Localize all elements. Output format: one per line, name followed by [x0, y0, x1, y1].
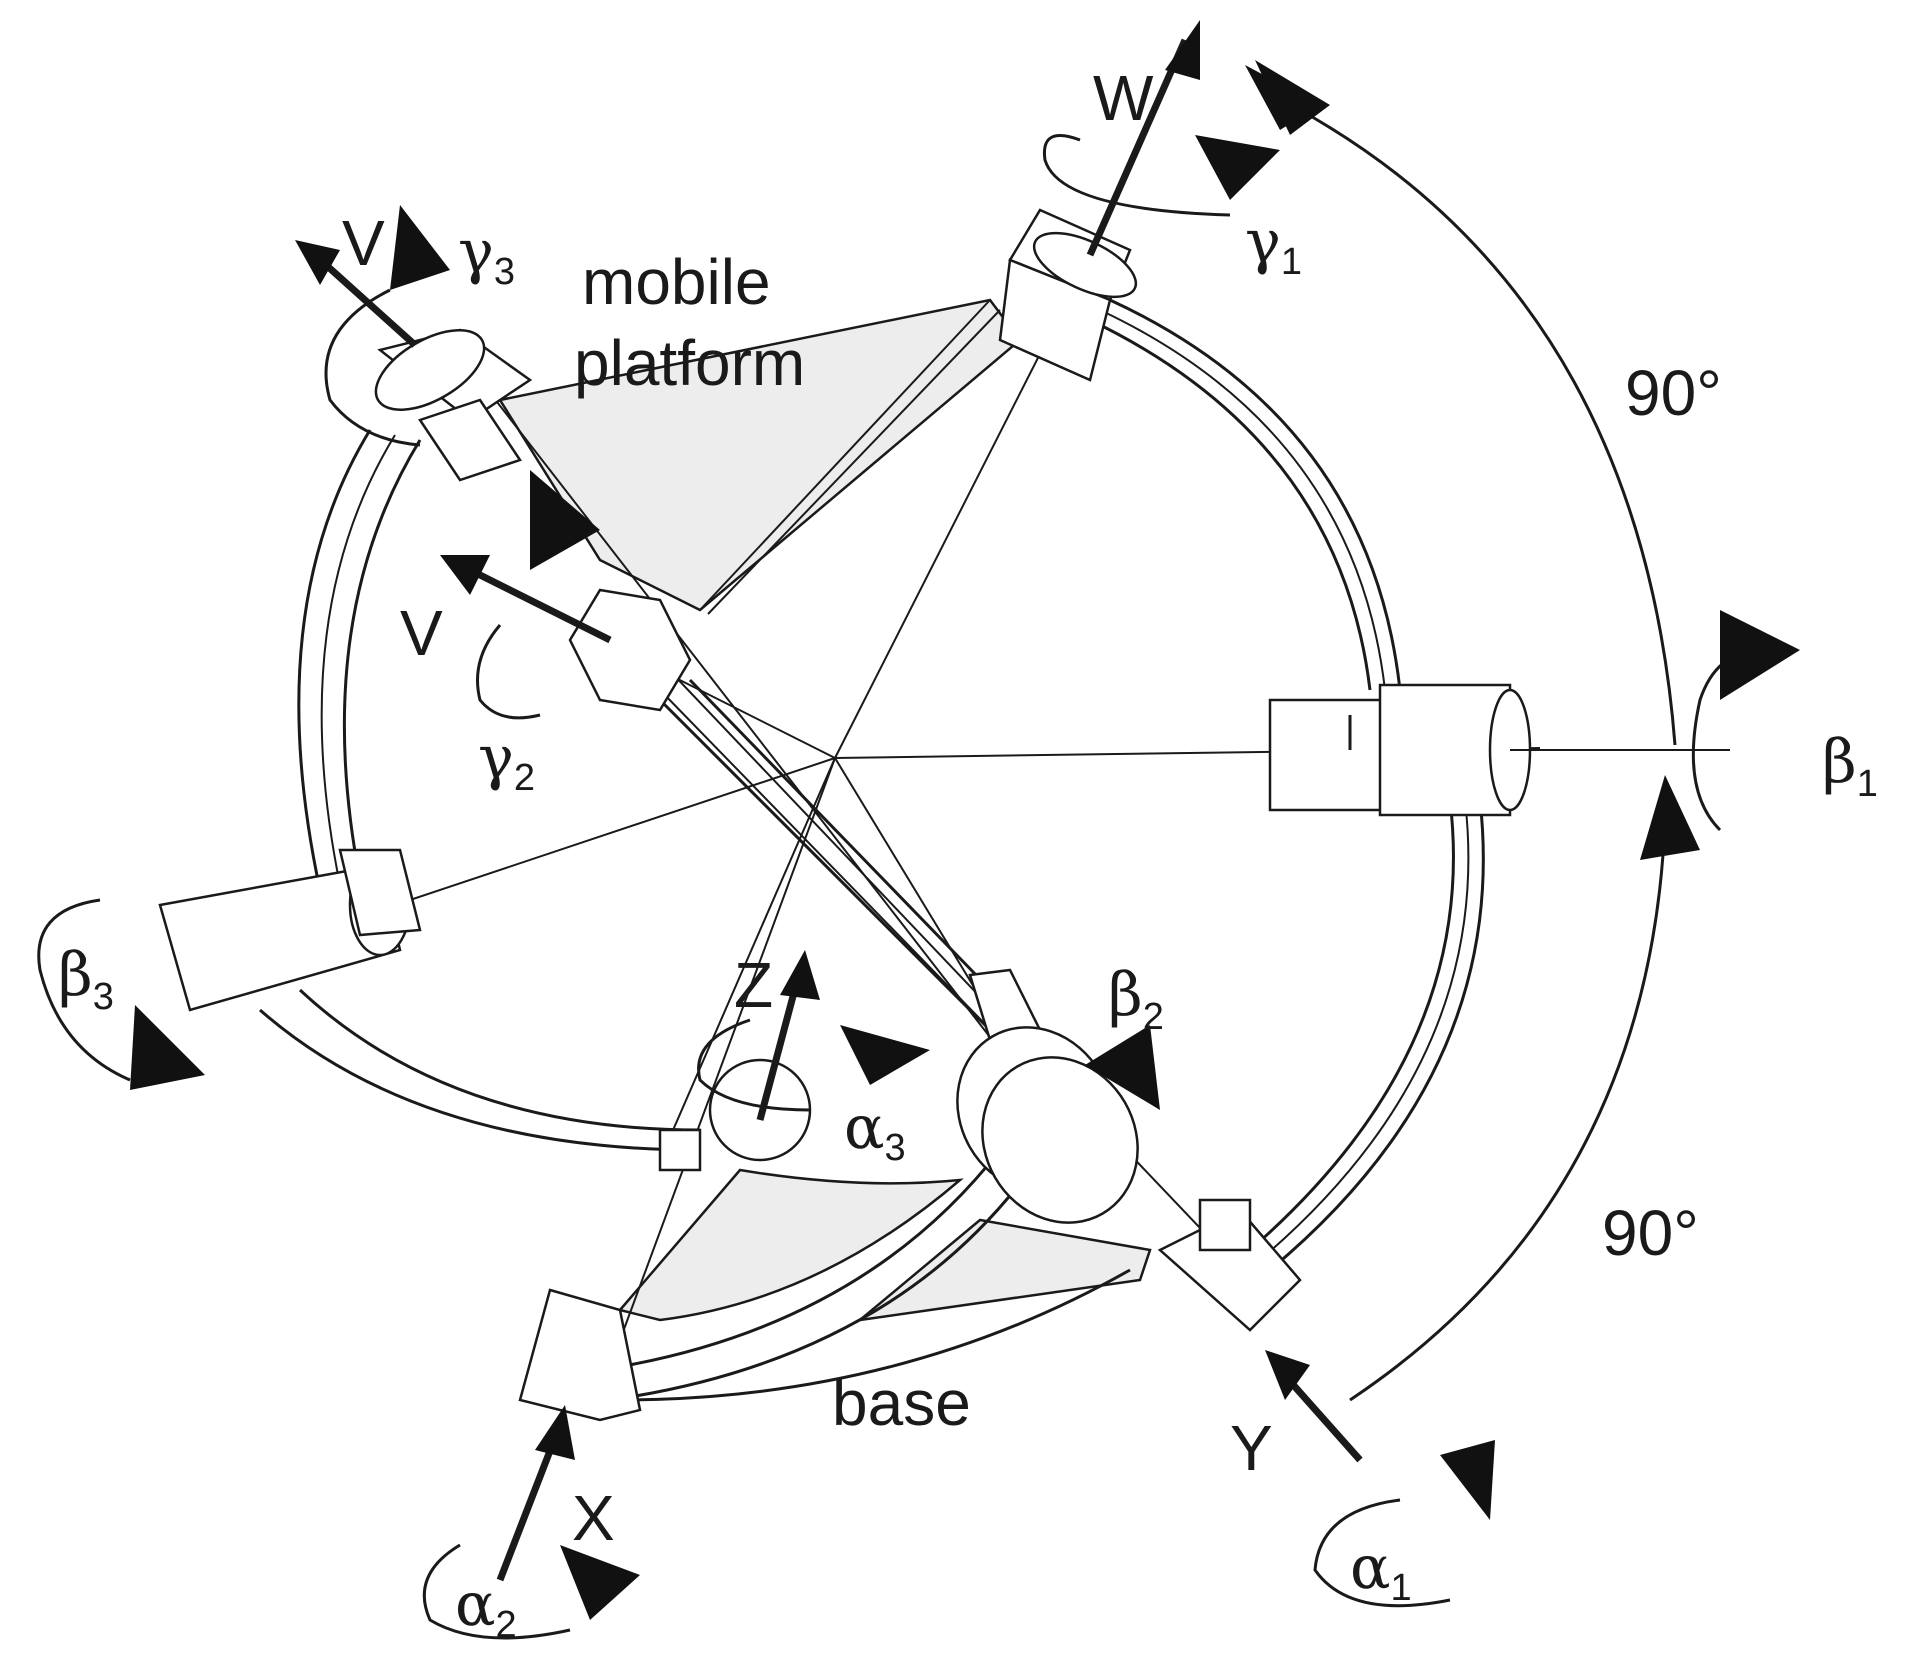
rotation-alpha1 [1313, 1440, 1495, 1608]
axis-v-top-label: V [342, 207, 385, 279]
axis-v-top-arrow [295, 240, 418, 348]
angle-label-upper: 90° [1625, 357, 1722, 429]
arc-leg-base-outer [619, 1268, 1131, 1402]
strut-diagonal [658, 678, 1012, 1032]
axis-x-label: X [572, 1482, 615, 1554]
joint-block-gamma2 [568, 588, 692, 712]
axis-v-mid-label: V [400, 597, 443, 669]
joint-label-alpha1: α1 [1350, 1533, 1412, 1609]
platform-edge-inner [707, 309, 1001, 615]
mobile-platform-label-line1: mobile [582, 246, 771, 318]
joint-block-beta2 [956, 968, 1139, 1224]
rotation-beta1 [1691, 610, 1800, 832]
rotation-beta2 [1085, 1025, 1160, 1110]
arc-leg-bottom-left [259, 988, 702, 1172]
arc-leg-left [297, 429, 422, 891]
arc-leg-bottom-right [1249, 799, 1485, 1272]
rotation-gamma3 [324, 205, 450, 447]
joint-label-beta2: β2 [1108, 960, 1164, 1038]
joint-label-gamma3: γ3 [458, 217, 515, 293]
axis-z-label: Z [734, 949, 773, 1021]
rotation-alpha3 [697, 1018, 930, 1112]
joint-block-gamma1 [998, 208, 1138, 382]
joint-block-beta3 [158, 848, 422, 1012]
axis-y-arrow [1265, 1350, 1363, 1463]
axis-v-mid-arrow [440, 555, 612, 644]
angle-arc-lower [1349, 775, 1700, 1402]
platform-edge [699, 299, 991, 611]
joint-label-gamma1: γ1 [1245, 207, 1302, 283]
base-label: base [832, 1367, 971, 1439]
joint-label-gamma2: γ2 [478, 723, 535, 799]
joint-label-beta1: β1 [1822, 727, 1878, 805]
base-plate-right [855, 1218, 1152, 1322]
joint-label-alpha2: α2 [455, 1570, 517, 1646]
rotation-beta3 [37, 898, 205, 1090]
axis-y-label: Y [1230, 1412, 1273, 1484]
mobile-platform-label-line2: platform [574, 327, 805, 399]
joint-block-alpha2 [518, 1288, 642, 1422]
rotation-alpha2 [422, 1543, 640, 1640]
axis-z-arrow [756, 950, 820, 1121]
rotation-gamma1 [1042, 60, 1330, 217]
joint-block-alpha1 [1157, 1198, 1302, 1332]
joint-label-beta3: β3 [58, 940, 114, 1018]
joint-label-alpha3: α3 [844, 1093, 906, 1169]
rotation-gamma2 [476, 470, 600, 720]
angle-label-lower: 90° [1602, 1197, 1699, 1269]
joint-block-gamma3 [374, 328, 533, 482]
arc-leg-base-inner [599, 1149, 1032, 1402]
axis-w-label: W [1093, 62, 1154, 134]
axis-w-arrow [1086, 20, 1200, 257]
construction-lines [394, 274, 1541, 1341]
joint-block-beta1 [1268, 683, 1532, 817]
axis-x-arrow [496, 1405, 575, 1582]
base-plate-left [617, 1168, 964, 1322]
angle-arc-upper [1245, 65, 1677, 746]
arc-leg-top-right [1089, 298, 1402, 691]
